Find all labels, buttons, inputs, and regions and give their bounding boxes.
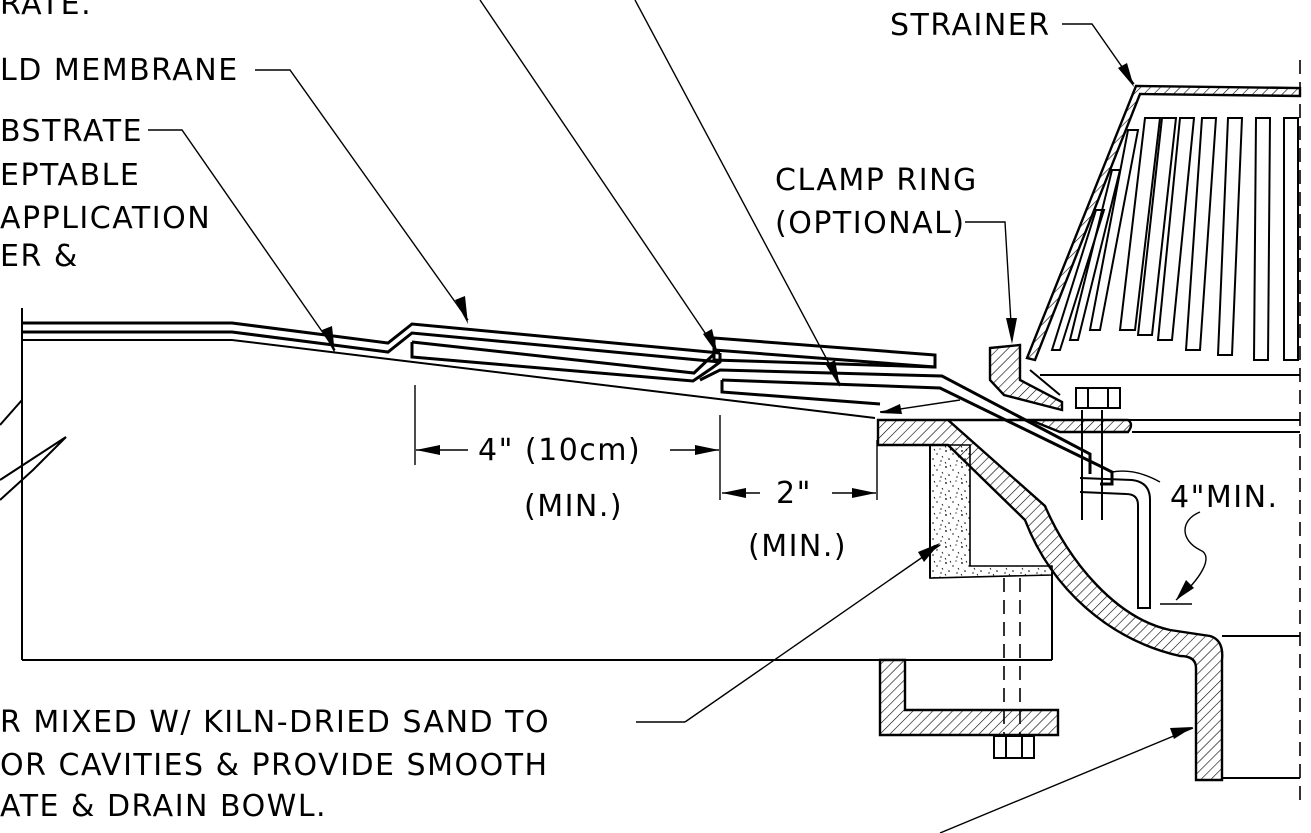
dimension-4in-min: 4"MIN.: [1111, 470, 1279, 605]
label-strainer: STRAINER: [890, 8, 1051, 43]
dimension-2in-label: 2": [776, 476, 812, 511]
roof-deck: [0, 308, 1053, 661]
label-substrate-line2: EPTABLE: [0, 158, 140, 193]
dimension-2in-min-label: (MIN.): [748, 529, 847, 564]
label-substrate-line1: BSTRATE: [0, 114, 143, 149]
label-clamp-ring-line2: (OPTIONAL): [775, 206, 966, 241]
min-4in-label: 4"MIN.: [1170, 480, 1279, 515]
label-membrane: LD MEMBRANE: [0, 53, 239, 88]
label-note-line1: R MIXED W/ KILN-DRIED SAND TO: [0, 705, 550, 740]
label-clamp-ring-line1: CLAMP RING: [775, 163, 978, 198]
annotation-text: RATE. LD MEMBRANE BSTRATE EPTABLE APPLIC…: [0, 0, 1051, 824]
dimension-4in: 4" (10cm) (MIN.): [414, 385, 721, 524]
drain-bowl: [876, 418, 1224, 782]
drain-outlet: [1128, 60, 1301, 800]
strainer: [1025, 84, 1302, 396]
underdeck-clamp: [878, 658, 1060, 737]
label-note-line3: ATE & DRAIN BOWL.: [0, 789, 327, 824]
clamp-bolt: [993, 387, 1121, 759]
dimension-2in: 2" (MIN.): [722, 440, 878, 564]
label-substrate-line3: APPLICATION: [0, 201, 211, 236]
field-membrane: [22, 321, 721, 364]
label-substrate-line4: ER &: [0, 239, 79, 274]
membrane-turn-down: [1079, 477, 1151, 609]
membrane-ply-3: [720, 378, 1114, 486]
label-top-left-cut: RATE.: [0, 0, 92, 22]
leader-lines: [148, 0, 1194, 833]
sand-mortar-fill: [929, 444, 1053, 579]
label-note-line2: OR CAVITIES & PROVIDE SMOOTH: [0, 748, 549, 783]
dimension-4in-label: 4" (10cm): [478, 433, 641, 468]
dimension-4in-min-label: (MIN.): [524, 489, 623, 524]
